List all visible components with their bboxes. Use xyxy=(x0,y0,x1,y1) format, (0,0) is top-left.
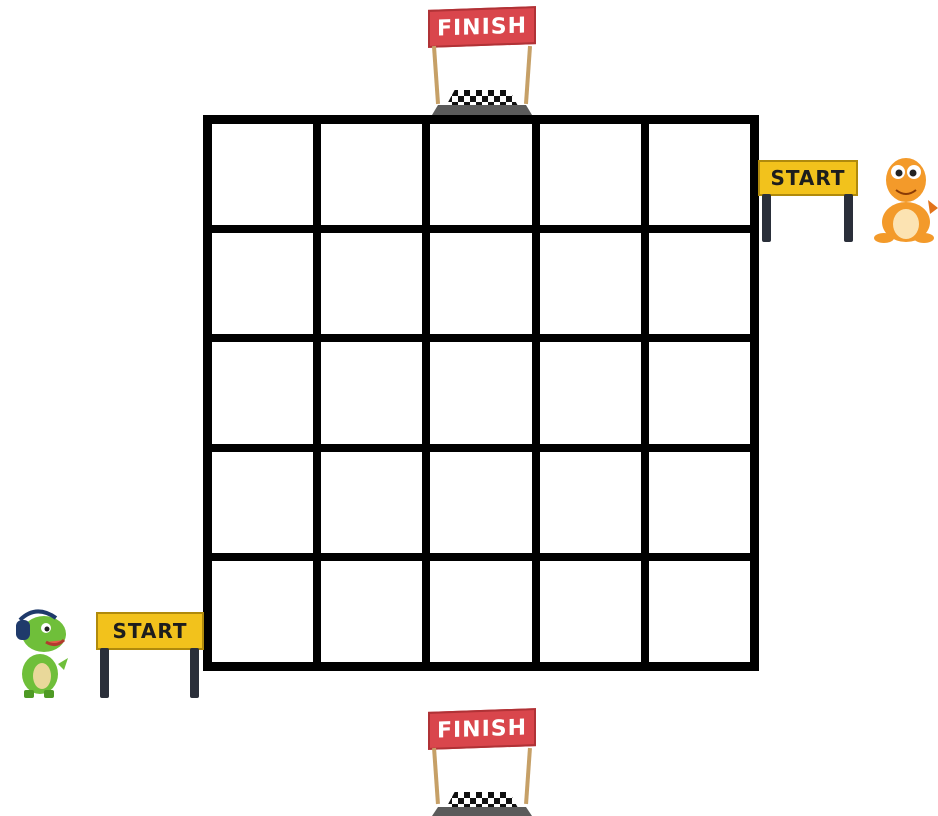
grid-cell[interactable] xyxy=(430,342,531,443)
finish-banner-label: FINISH xyxy=(428,708,536,750)
grid-cell[interactable] xyxy=(540,233,641,334)
start-pole-right xyxy=(190,648,199,698)
grid-cell[interactable] xyxy=(430,452,531,553)
grid-cell[interactable] xyxy=(212,452,313,553)
start-sign-right: START xyxy=(758,160,858,244)
grid-cell[interactable] xyxy=(321,342,422,443)
start-pole-left xyxy=(762,194,771,242)
finish-base xyxy=(432,807,532,816)
grid-cell[interactable] xyxy=(321,561,422,662)
start-sign-left: START xyxy=(96,612,204,700)
start-banner-label: START xyxy=(96,612,204,650)
grid-cell[interactable] xyxy=(321,233,422,334)
start-pole-left xyxy=(100,648,109,698)
finish-pole-left xyxy=(432,46,440,104)
grid-cell[interactable] xyxy=(430,124,531,225)
finish-pole-right xyxy=(524,46,532,104)
grid-cell[interactable] xyxy=(212,233,313,334)
start-pole-right xyxy=(844,194,853,242)
grid-cell[interactable] xyxy=(540,452,641,553)
grid-cell[interactable] xyxy=(649,342,750,443)
game-board-grid xyxy=(203,115,759,671)
grid-cell[interactable] xyxy=(540,342,641,443)
grid-cell[interactable] xyxy=(540,124,641,225)
grid-cell[interactable] xyxy=(649,233,750,334)
grid-cell[interactable] xyxy=(212,124,313,225)
grid-cell[interactable] xyxy=(212,342,313,443)
grid-cell[interactable] xyxy=(212,561,313,662)
start-banner-label: START xyxy=(758,160,858,196)
finish-pole-right xyxy=(524,748,532,804)
grid-cell[interactable] xyxy=(649,124,750,225)
green-dinosaur-icon xyxy=(6,606,72,698)
grid-cell[interactable] xyxy=(430,233,531,334)
grid-cell[interactable] xyxy=(321,452,422,553)
grid-cell[interactable] xyxy=(540,561,641,662)
finish-banner-label: FINISH xyxy=(428,6,536,48)
finish-sign-bottom: FINISH xyxy=(428,710,536,816)
finish-pole-left xyxy=(432,748,440,804)
grid-cell[interactable] xyxy=(649,452,750,553)
grid-cell[interactable] xyxy=(321,124,422,225)
finish-base xyxy=(432,105,532,115)
checkered-flag-icon xyxy=(446,90,518,106)
finish-sign-top: FINISH xyxy=(428,8,536,118)
orange-dinosaur-icon xyxy=(872,152,938,244)
checkered-flag-icon xyxy=(446,792,518,808)
grid-cell[interactable] xyxy=(649,561,750,662)
grid-cell[interactable] xyxy=(430,561,531,662)
